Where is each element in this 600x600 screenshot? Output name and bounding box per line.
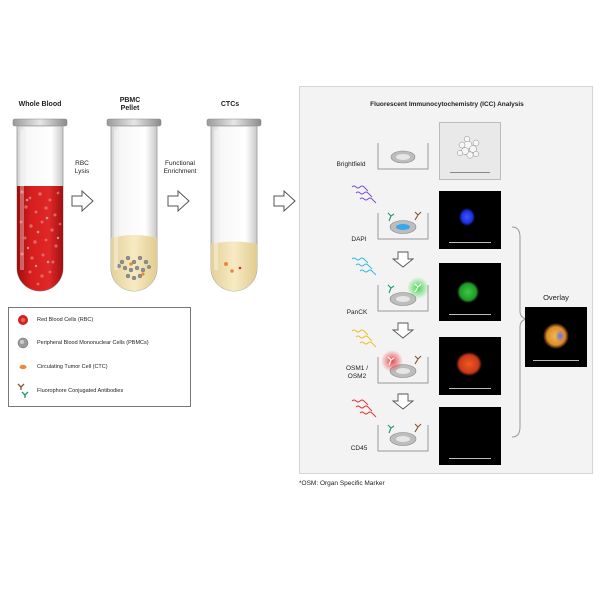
dapi-stain-waves bbox=[351, 185, 377, 204]
osm-stain-waves bbox=[351, 329, 377, 348]
arrow-functional-enrichment bbox=[167, 189, 190, 213]
arrow-down-1 bbox=[391, 251, 415, 268]
legend-item-pbmc: Peripheral Blood Mononuclear Cells (PBMC… bbox=[37, 340, 149, 346]
dish-brightfield bbox=[377, 143, 429, 170]
tube-title-whole-blood: Whole Blood bbox=[18, 101, 62, 108]
row-label-panck: PanCK bbox=[346, 309, 368, 316]
icc-title: Fluorescent Immunocytochemistry (ICC) An… bbox=[370, 101, 524, 108]
icc-diagram bbox=[351, 143, 528, 452]
dish-cd45 bbox=[351, 399, 429, 452]
micrograph-panck bbox=[439, 263, 501, 321]
tube-diagram bbox=[12, 118, 296, 292]
dish-osm bbox=[351, 329, 429, 384]
row-label-dapi: DAPI bbox=[351, 236, 367, 243]
antibody-icon bbox=[17, 383, 29, 398]
tube-title-pbmc-pellet: PBMC Pellet bbox=[119, 97, 141, 112]
micrograph-dapi bbox=[439, 191, 501, 249]
step-label-functional-enrichment: Functional Enrichment bbox=[163, 160, 197, 175]
ctc-icon bbox=[19, 364, 27, 370]
rbc-icon bbox=[18, 315, 28, 325]
tube-ctcs bbox=[206, 118, 262, 292]
panck-stain-waves bbox=[351, 257, 377, 276]
legend-item-antibodies: Fluorophore Conjugated Antibodies bbox=[37, 388, 124, 394]
arrow-down-3 bbox=[391, 393, 415, 410]
micrograph-overlay bbox=[525, 307, 587, 367]
icc-panel: Fluorescent Immunocytochemistry (ICC) An… bbox=[299, 86, 593, 474]
legend: Red Blood Cells (RBC) Peripheral Blood M… bbox=[8, 307, 191, 407]
tube-title-ctcs: CTCs bbox=[220, 101, 240, 108]
pbmc-icon bbox=[17, 337, 29, 349]
row-label-brightfield: Brightfield bbox=[336, 161, 366, 168]
row-label-osm: OSM1 / OSM2 bbox=[345, 365, 369, 380]
arrow-down-2 bbox=[391, 322, 415, 339]
arrow-rbc-lysis bbox=[71, 189, 94, 213]
step-arrows bbox=[71, 189, 296, 213]
tube-whole-blood bbox=[12, 118, 68, 292]
row-label-cd45: CD45 bbox=[350, 445, 368, 452]
overlay-label: Overlay bbox=[543, 293, 569, 302]
dish-panck bbox=[351, 257, 429, 312]
micrograph-osm bbox=[439, 337, 501, 395]
legend-item-ctc: Circulating Tumor Cell (CTC) bbox=[37, 364, 108, 370]
cd45-stain-waves bbox=[351, 399, 377, 418]
tube-pbmc-pellet bbox=[106, 118, 162, 292]
step-label-rbc-lysis: RBC Lysis bbox=[74, 160, 90, 175]
footnote: *OSM: Organ Specific Marker bbox=[299, 480, 385, 487]
legend-item-rbc: Red Blood Cells (RBC) bbox=[37, 317, 94, 323]
arrow-to-icc bbox=[273, 189, 296, 213]
micrograph-brightfield bbox=[439, 122, 501, 180]
dish-dapi bbox=[351, 185, 429, 240]
micrograph-cd45 bbox=[439, 407, 501, 465]
